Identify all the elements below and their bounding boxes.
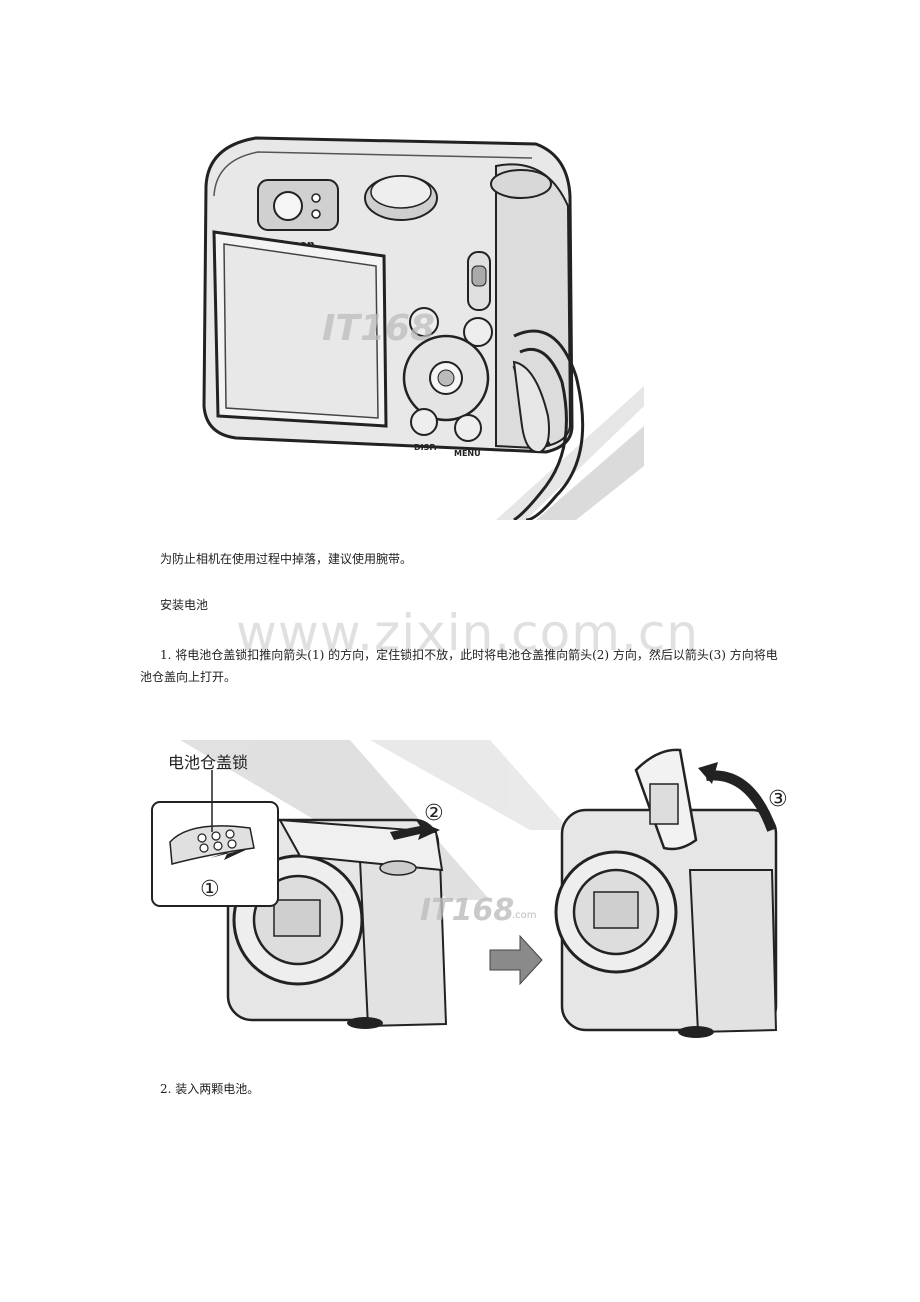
arrow-3-icon [705,770,777,832]
step-marker-2: ② [424,801,444,826]
camera-back-illustration: Canon DISP. MENU IT168 [202,136,644,520]
section-heading: 安装电池 [160,598,209,612]
battery-lock-callout: 电池仓盖锁 [168,753,248,772]
step-1-text: 1. 将电池仓盖锁扣推向箭头(1) 的方向，定住锁扣不放，此时将电池仓盖推向箭头… [140,648,778,684]
transition-arrow-icon [489,934,543,986]
site-watermark: www.zixin.com.cn [236,604,700,662]
it168-watermark: IT168 [322,308,435,349]
it168-watermark-suffix: .com [512,910,537,921]
battery-cover-illustration: 电池仓盖锁 ① ② IT168 .com ③ [151,740,788,1038]
disp-button-label: DISP. [414,443,437,452]
arrow-2-icon [390,820,440,840]
it168-watermark-2: IT168 [420,893,514,928]
camera-left [226,818,448,1029]
step-marker-3: ③ [768,787,788,812]
step-marker-1: ① [200,877,220,902]
strap-tip-text: 为防止相机在使用过程中掉落，建议使用腕带。 [160,552,413,566]
camera-right [554,748,778,1038]
menu-button-label: MENU [454,449,481,458]
step-2-text: 2. 装入两颗电池。 [160,1082,260,1096]
